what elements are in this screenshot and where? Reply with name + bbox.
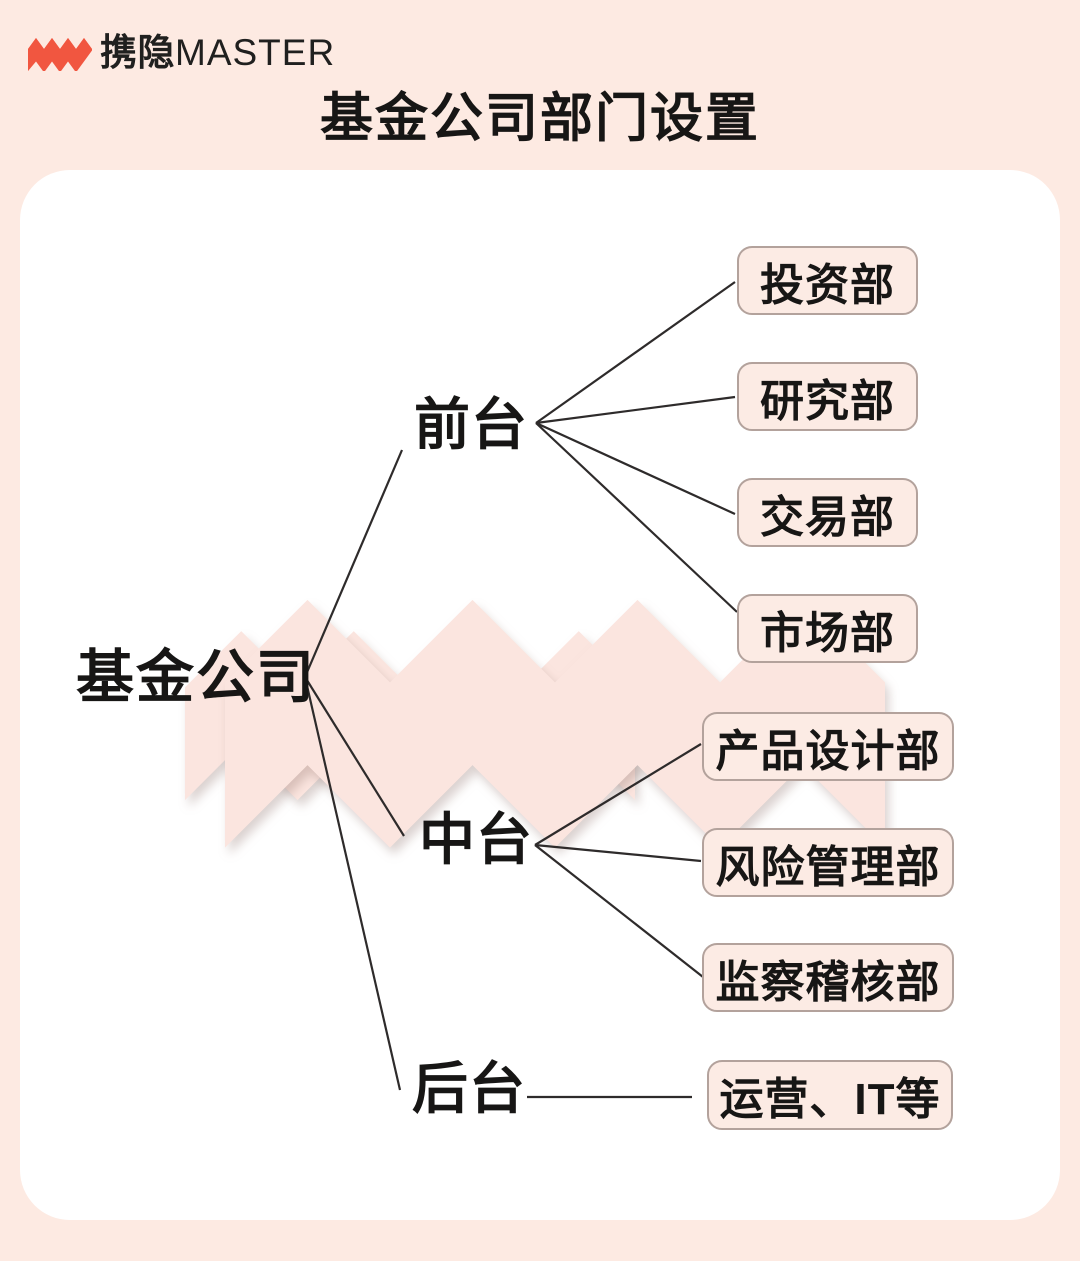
brand-name-en: MASTER <box>175 32 336 73</box>
dept-box-risk-management: 风险管理部 <box>702 828 954 897</box>
page-title: 基金公司部门设置 <box>320 89 760 148</box>
dept-box-product-design: 产品设计部 <box>702 712 954 781</box>
root-node-label: 基金公司 <box>76 645 317 710</box>
dept-box-marketing: 市场部 <box>737 594 918 663</box>
dept-box-trading: 交易部 <box>737 478 918 547</box>
branch-front-office-label: 前台 <box>414 393 528 456</box>
dept-box-investment: 投资部 <box>737 246 918 315</box>
branch-back-office-label: 后台 <box>412 1057 526 1120</box>
w-zigzag-icon <box>28 38 92 71</box>
branch-middle-office-label: 中台 <box>419 808 533 871</box>
brand-name-cn: 携隐 <box>100 32 175 73</box>
dept-box-operations-it: 运营、IT等 <box>707 1060 953 1130</box>
dept-box-compliance-audit: 监察稽核部 <box>702 943 954 1012</box>
dept-box-research: 研究部 <box>737 362 918 431</box>
